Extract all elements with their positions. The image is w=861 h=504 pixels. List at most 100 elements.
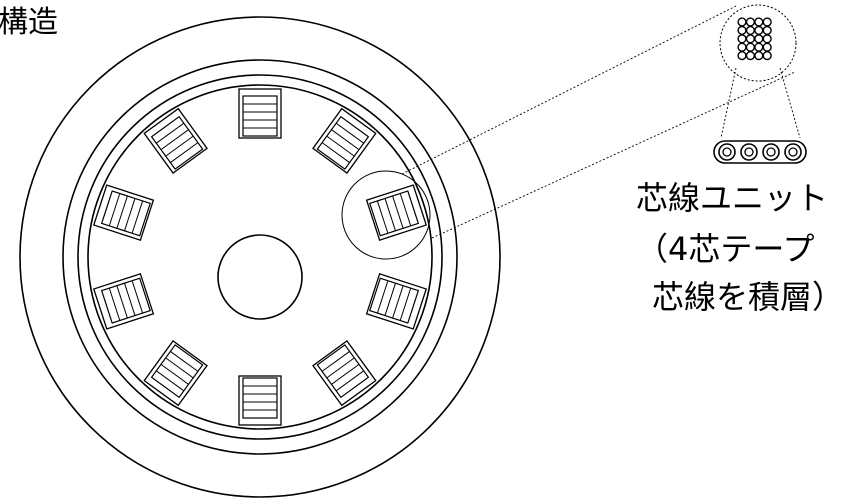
tape-layer-line [108, 193, 121, 227]
core-unit [365, 273, 428, 330]
optical-fiber [745, 17, 756, 27]
caption-line-2: （4芯テープ [636, 230, 814, 268]
unit-detail-view [719, 4, 801, 139]
tape-layer-line [124, 283, 136, 316]
tape-layer-line [160, 129, 189, 151]
tape-stack [316, 115, 370, 170]
optical-fiber [737, 25, 747, 36]
core-unit [143, 340, 208, 407]
unit-slot [365, 184, 428, 241]
optical-fiber [737, 17, 747, 27]
tape-detail-view [713, 140, 807, 164]
projection-lines [401, 5, 796, 239]
optical-fiber [762, 50, 772, 61]
unit-slot [238, 88, 282, 139]
optical-fiber [762, 25, 772, 36]
inner-sheath-outer-edge [62, 59, 458, 455]
tape-projection-left [720, 67, 737, 139]
optical-fiber [737, 42, 747, 52]
optical-fiber [737, 50, 747, 61]
tape-fiber-core [788, 147, 798, 157]
optical-fiber [745, 50, 756, 61]
tape-layer-line [170, 142, 199, 163]
unit-slot [238, 375, 282, 426]
tape-fiber-core [744, 147, 754, 157]
tape-stack [369, 277, 420, 324]
unit-caption: 芯線ユニット （4芯テープ 芯線を積層） [636, 179, 844, 316]
tape-layer-line [160, 363, 189, 385]
highlight-circle [341, 170, 431, 260]
tape-stack [150, 344, 204, 399]
tape-layer-line [165, 357, 194, 379]
unit-slot [92, 184, 155, 241]
tape-layer-line [165, 135, 194, 157]
core-unit [92, 184, 155, 241]
diagram-title: 構造 [0, 5, 58, 40]
optical-fiber [754, 42, 764, 52]
tape-layer-line [156, 122, 185, 144]
tape-stack [100, 190, 151, 237]
tape-layer-line [156, 370, 185, 392]
optical-fiber [754, 34, 764, 44]
optical-fiber [754, 25, 764, 36]
tape-stack [369, 190, 420, 237]
tape-fiber-core [766, 147, 776, 157]
tape-stack [242, 95, 278, 137]
core-unit [365, 184, 428, 241]
tape-layer-line [116, 285, 128, 319]
outer-sheath [19, 16, 501, 498]
optical-fiber [745, 25, 756, 36]
tape-layer-line [335, 122, 364, 144]
tape-layer-line [321, 351, 350, 372]
tape-stack [242, 377, 278, 419]
cable-rings [19, 16, 501, 498]
optical-fiber [754, 50, 764, 61]
tape-layer-line [331, 129, 360, 151]
tape-layer-line [392, 195, 404, 229]
tape-stack [316, 344, 370, 399]
core-unit [143, 107, 208, 174]
unit-slot [143, 340, 208, 407]
unit-slot [312, 340, 377, 407]
tape-fiber-core [722, 147, 732, 157]
tape-layer-line [392, 285, 404, 319]
core-unit [238, 88, 282, 139]
tape-layer-line [131, 200, 144, 234]
optical-fiber [762, 34, 772, 44]
tape-layer-line [326, 135, 355, 157]
tape-layer-line [108, 287, 121, 321]
projection-line-lower [431, 71, 796, 239]
tape-stack [150, 115, 204, 170]
tape-layer-line [321, 142, 350, 163]
optical-fiber [737, 34, 747, 44]
tape-layer-line [376, 200, 389, 234]
tape-stack [100, 277, 151, 324]
central-strength-member [217, 234, 303, 320]
core-unit [92, 273, 155, 330]
tape-layer-line [384, 283, 396, 316]
tape-layer-line [131, 280, 144, 314]
optical-fiber [762, 42, 772, 52]
optical-fiber [754, 17, 764, 27]
unit-detail-wire-grid [737, 17, 772, 61]
core-units [92, 88, 428, 426]
tape-projection-right [779, 67, 801, 139]
projection-line-upper [401, 5, 737, 175]
unit-slot [312, 107, 377, 174]
tape-layer-line [326, 357, 355, 379]
tape-layer-line [399, 287, 412, 321]
optical-fiber [745, 34, 756, 44]
unit-slot [92, 273, 155, 330]
tape-layer-line [399, 193, 412, 227]
core-unit [238, 375, 282, 426]
tape-layer-line [124, 198, 136, 231]
tape-outline [713, 140, 807, 164]
core-unit [312, 340, 377, 407]
caption-line-3: 芯線を積層） [652, 278, 844, 316]
unit-slot [365, 273, 428, 330]
caption-line-1: 芯線ユニット [636, 179, 828, 217]
tape-layer-line [116, 195, 128, 229]
tape-layer-line [331, 363, 360, 385]
optical-fiber [762, 17, 772, 27]
